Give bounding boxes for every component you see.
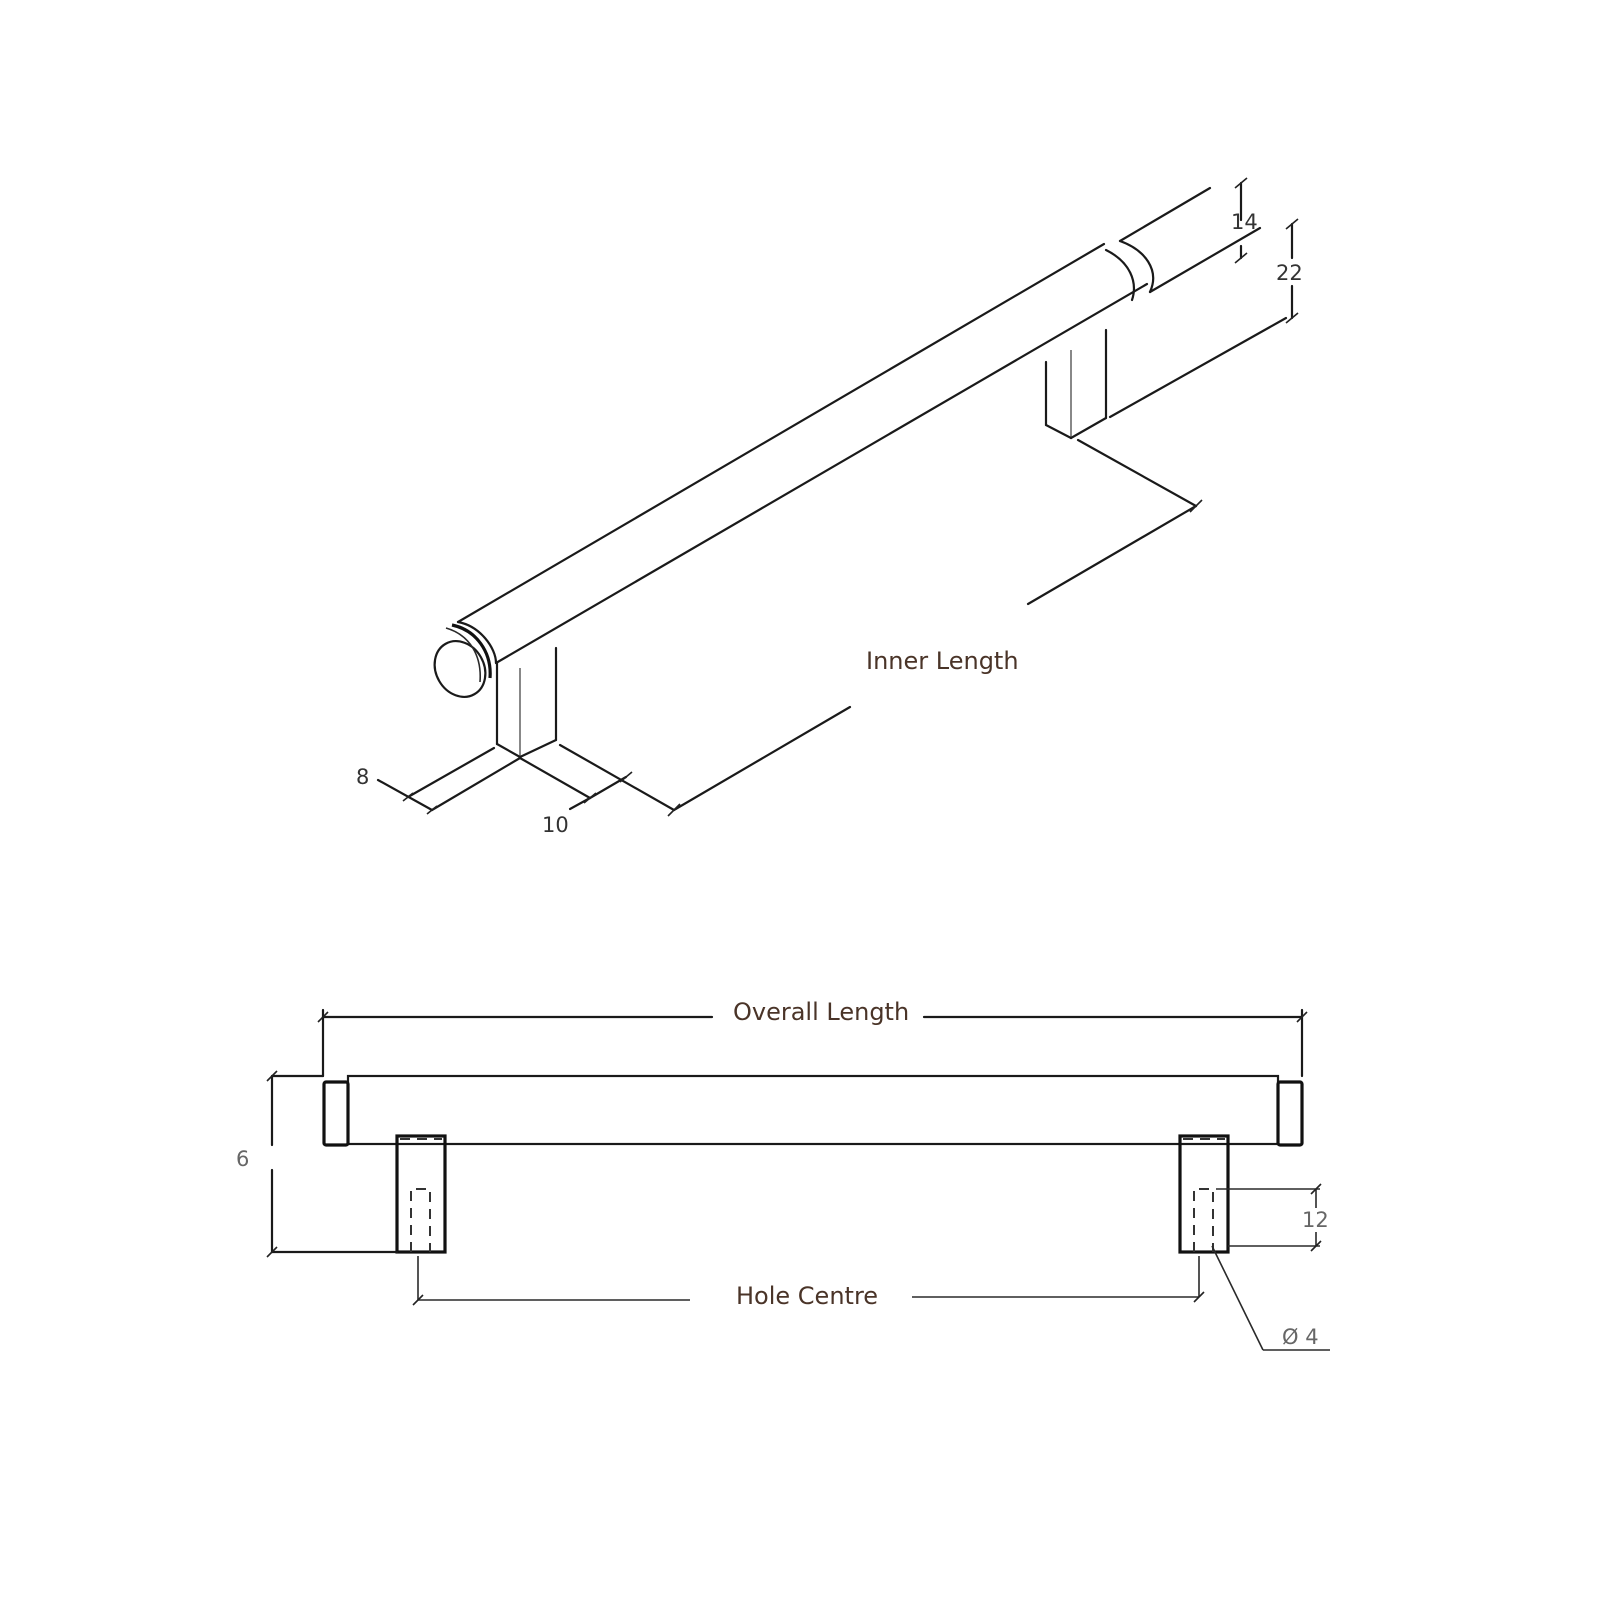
front-view: Overall Length 6: [236, 998, 1330, 1351]
dim-6: 6: [236, 1070, 399, 1258]
dim-6-label: 6: [236, 1147, 249, 1171]
inner-length-label: Inner Length: [866, 647, 1019, 675]
dim-inner-length: Inner Length: [558, 438, 1203, 817]
left-post: [495, 646, 558, 759]
bar-body: [346, 1074, 1280, 1146]
dim-10-label: 10: [542, 813, 569, 837]
dim-14-label: 14: [1231, 210, 1258, 234]
dim-8: 8: [356, 746, 522, 815]
dim-hole-centre: Hole Centre: [412, 1256, 1205, 1310]
hole-diameter-label: Ø 4: [1282, 1325, 1319, 1349]
dim-22-label: 22: [1276, 261, 1303, 285]
left-cap: [322, 1080, 350, 1147]
left-post-front: [395, 1134, 447, 1254]
dim-22: 22: [1108, 218, 1303, 419]
dim-12: 12: [1216, 1183, 1329, 1252]
bar-bottom-edge: [494, 282, 1149, 665]
dim-12-label: 12: [1302, 1208, 1329, 1232]
hole-centre-label: Hole Centre: [736, 1282, 878, 1310]
dim-14: 14: [1231, 177, 1258, 264]
right-post-front: [1178, 1134, 1230, 1254]
overall-length-label: Overall Length: [733, 998, 909, 1026]
left-end-cap: [433, 620, 498, 698]
bar-top-edge: [456, 242, 1106, 624]
right-end-cap: [1104, 186, 1262, 302]
right-cap: [1276, 1080, 1304, 1147]
dim-10: 10: [518, 756, 633, 837]
dim-overall-length: Overall Length: [317, 998, 1308, 1078]
isometric-view: 14 22 Inner Length 8: [356, 177, 1303, 837]
dim-hole-diameter: Ø 4: [1211, 1245, 1330, 1351]
dim-8-label: 8: [356, 765, 369, 789]
right-post: [1044, 328, 1108, 440]
